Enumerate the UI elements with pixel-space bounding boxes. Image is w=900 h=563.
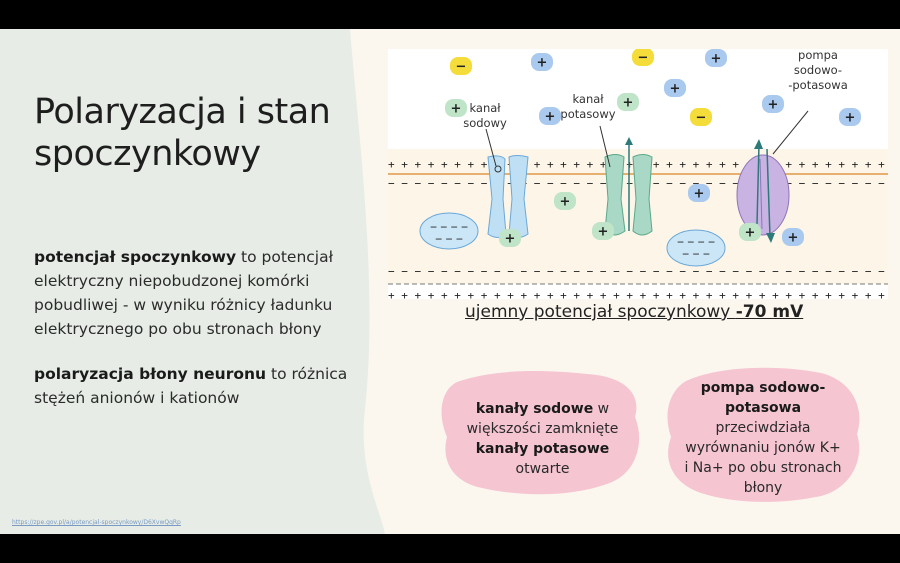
potassium-ion: +	[739, 223, 761, 241]
anion-protein: − − − − − − −	[666, 229, 726, 267]
svg-text:+: +	[598, 225, 609, 240]
sodium-channels-state: w większości zamknięte	[466, 401, 619, 437]
potassium-channel-label-2: potasowy	[560, 107, 615, 121]
potassium-ion: +	[554, 192, 576, 210]
svg-text:+: +	[451, 102, 462, 117]
svg-text:+: +	[768, 98, 779, 113]
resting-potential-caption: ujemny potencjał spoczynkowy -70 mV	[465, 302, 803, 322]
svg-text:− − −: − − −	[682, 247, 710, 261]
svg-text:−: −	[456, 60, 467, 75]
sodium-potassium-pump	[736, 110, 809, 243]
anion-ion: −	[632, 48, 654, 66]
svg-text:+: +	[845, 111, 856, 126]
sodium-channel-label-1: kanał	[469, 101, 501, 115]
source-link[interactable]: https://zpe.gov.pl/a/potencjal-spoczynko…	[12, 519, 181, 526]
sodium-ion: +	[839, 108, 861, 126]
sodium-ion: +	[539, 107, 561, 125]
svg-text:+: +	[545, 110, 556, 125]
sodium-ion: +	[531, 53, 553, 71]
svg-text:− − − −: − − − −	[677, 235, 715, 249]
term-potassium-channels: kanały potasowe	[475, 441, 610, 457]
svg-text:− − − −: − − − −	[430, 220, 468, 234]
sodium-ion: +	[688, 184, 710, 202]
svg-text:− − −: − − −	[435, 232, 463, 246]
channels-note: kanały sodowe w większości zamknięte kan…	[455, 399, 630, 479]
paragraph-resting-potential: potencjał spoczynkowy to potencjał elekt…	[34, 245, 364, 341]
membrane-diagram: + + + + + + + + + + + + + + + + + + + + …	[388, 48, 898, 302]
caption-text: ujemny potencjał spoczynkowy	[465, 302, 736, 322]
pump-label-2: sodowo-	[794, 63, 842, 77]
pump-note-background	[667, 367, 860, 502]
paragraph-polarization: polaryzacja błony neuronu to różnica stę…	[34, 362, 364, 410]
term-pump: pompa sodowo-potasowa	[700, 380, 826, 416]
svg-text:+: +	[745, 226, 756, 241]
potassium-ion: +	[617, 93, 639, 111]
potassium-ion: +	[499, 229, 521, 247]
sodium-ion: +	[782, 228, 804, 246]
channels-note-background	[441, 371, 640, 495]
sodium-channel	[485, 128, 529, 238]
term-resting-potential: potencjał spoczynkowy	[34, 248, 237, 266]
inner-plus-charges: + + + + + + + + + + + + + + + + + + + + …	[388, 289, 888, 299]
left-panel: Polaryzacja i stan spoczynkowy potencjał…	[0, 29, 420, 534]
term-sodium-channels: kanały sodowe	[475, 401, 594, 417]
pump-label-1: pompa	[798, 49, 838, 62]
svg-text:−: −	[696, 111, 707, 126]
anion-ion: −	[690, 108, 712, 126]
svg-text:+: +	[670, 82, 681, 97]
potassium-channels-state: otwarte	[515, 461, 570, 477]
svg-text:+: +	[694, 187, 705, 202]
svg-text:+: +	[623, 96, 634, 111]
caption-value: -70 mV	[735, 302, 804, 322]
term-polarization: polaryzacja błony neuronu	[34, 365, 267, 383]
anion-ion: −	[450, 57, 472, 75]
inner-minus-charges: − − − − − − − − − − − − − − − − − − − − …	[388, 265, 888, 278]
svg-text:+: +	[711, 52, 722, 67]
left-panel-background	[0, 29, 385, 534]
potassium-ion: +	[445, 99, 467, 117]
potassium-channel-label-1: kanał	[572, 92, 604, 106]
pump-label-3: -potasowa	[788, 78, 848, 92]
sodium-ion: +	[705, 49, 727, 67]
definition-resting-potential: to potencjał elektryczny niepobudzonej k…	[34, 248, 333, 338]
svg-text:+: +	[788, 231, 799, 246]
svg-text:+: +	[560, 195, 571, 210]
slide-title: Polaryzacja i stan spoczynkowy	[34, 92, 331, 174]
sodium-ion: +	[762, 95, 784, 113]
slide: Polaryzacja i stan spoczynkowy potencjał…	[0, 29, 900, 534]
potassium-ion: +	[592, 222, 614, 240]
definition-polarization: to różnica stężeń anionów i kationów	[34, 365, 348, 407]
pump-note: pompa sodowo-potasowa przeciwdziała wyró…	[683, 378, 843, 498]
anion-protein: − − − − − − −	[419, 212, 479, 250]
pump-description: przeciwdziała wyrównaniu jonów K+ i Na+ …	[684, 420, 842, 496]
sodium-channel-label-2: sodowy	[463, 116, 507, 130]
svg-text:−: −	[638, 51, 649, 66]
sodium-ion: +	[664, 79, 686, 97]
svg-text:+: +	[505, 232, 516, 247]
svg-text:+: +	[537, 56, 548, 71]
